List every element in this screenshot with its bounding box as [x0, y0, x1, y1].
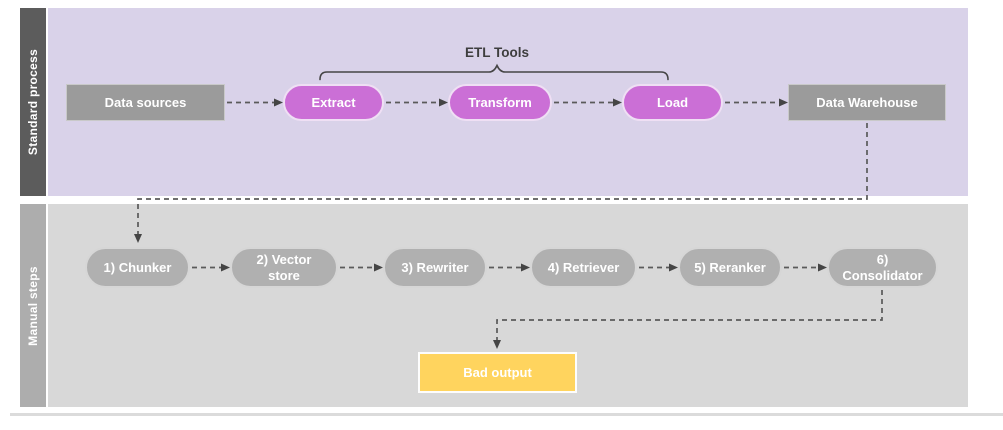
- node-bad-output: Bad output: [418, 352, 577, 393]
- lane-header-manual-steps: Manual steps: [20, 204, 46, 407]
- etl-tools-brace: [319, 63, 669, 81]
- node-extract: Extract: [283, 84, 384, 121]
- page-bottom-rule: [10, 413, 1003, 416]
- node-retriever: 4) Retriever: [530, 247, 637, 288]
- node-reranker: 5) Reranker: [678, 247, 782, 288]
- node-chunker: 1) Chunker: [85, 247, 190, 288]
- etl-tools-label: ETL Tools: [465, 45, 529, 60]
- lane-header-standard-process: Standard process: [20, 8, 46, 196]
- node-data-sources: Data sources: [66, 84, 225, 121]
- node-data-warehouse: Data Warehouse: [788, 84, 946, 121]
- node-transform: Transform: [448, 84, 552, 121]
- edge-warehouse-chunker: [134, 123, 868, 243]
- node-vector-store: 2) Vector store: [230, 247, 338, 288]
- node-rewriter: 3) Rewriter: [383, 247, 487, 288]
- node-consolidator: 6) Consolidator: [827, 247, 938, 288]
- edge-consolidator-badoutput: [493, 290, 883, 349]
- node-load: Load: [622, 84, 723, 121]
